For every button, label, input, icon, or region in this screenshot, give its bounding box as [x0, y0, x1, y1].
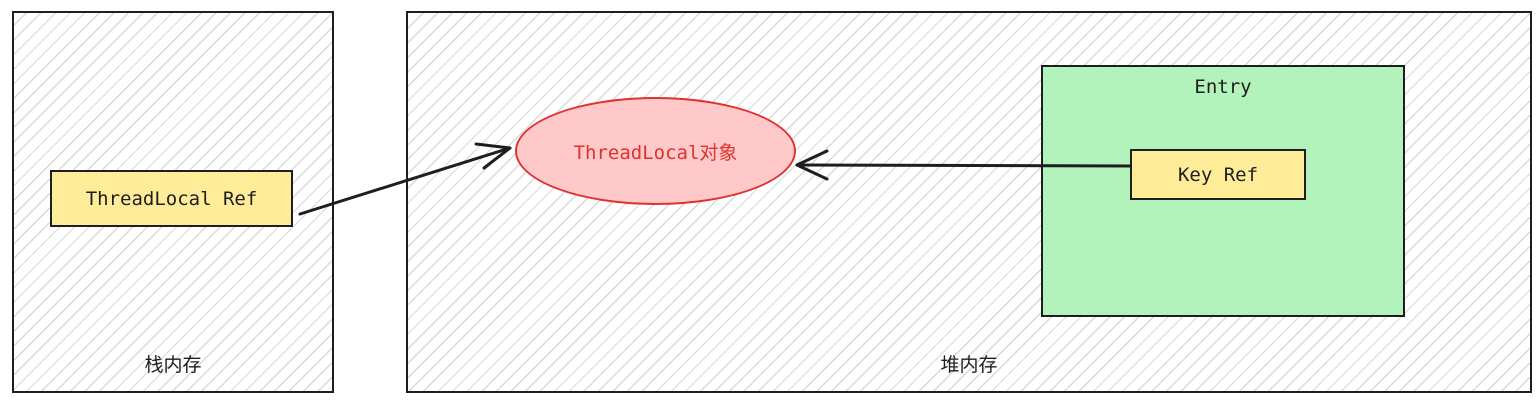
threadlocal-ref-box: ThreadLocal Ref	[50, 170, 293, 227]
key-ref-label: Key Ref	[1177, 163, 1259, 186]
stack-memory-label: 栈内存	[144, 354, 202, 376]
key-to-object-arrow	[795, 149, 1132, 181]
threadlocal-object-label: ThreadLocal对象	[573, 141, 738, 164]
ref-to-object-arrow	[298, 142, 512, 216]
key-ref-box: Key Ref	[1130, 149, 1306, 200]
threadlocal-ref-label: ThreadLocal Ref	[85, 187, 258, 210]
threadlocal-object-ellipse: ThreadLocal对象	[515, 97, 796, 205]
heap-memory-label: 堆内存	[940, 354, 998, 376]
entry-title: Entry	[1194, 76, 1252, 98]
